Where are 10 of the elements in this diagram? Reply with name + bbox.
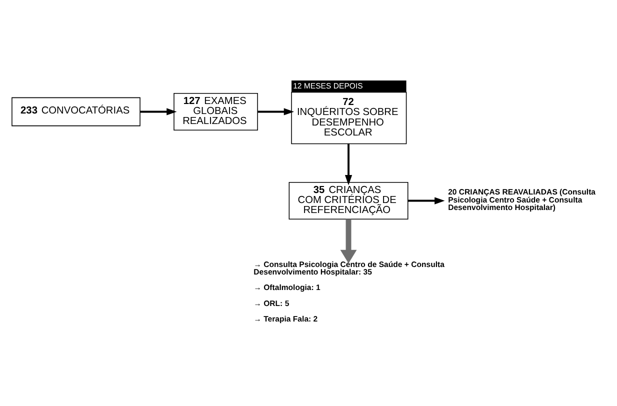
node-box: 233 CONVOCATÓRIAS — [12, 96, 140, 126]
arrow — [258, 108, 294, 115]
arrow — [344, 143, 352, 185]
arrow — [140, 108, 177, 115]
node-box: 35 CRIANÇAS COM CRITÉRIOS DE REFERENCIAÇÃO — [288, 182, 408, 219]
node-text: 20 CRIANÇAS REAVALIADAS (Consulta Psicologia Centro Saúde + Consulta Desenvolvimento Hospitalar) — [448, 187, 596, 212]
arrow — [408, 196, 445, 204]
arrow — [340, 218, 357, 263]
node-box: 127 EXAMES GLOBAIS REALIZADOS — [174, 92, 258, 130]
node-text: → Consulta Psicologia Centro de Saúde + Consulta Desenvolvimento Hospitalar: 35 → Oftalmologia: 1 → ORL: 5 → Terapia Fala: 2 — [254, 259, 444, 323]
